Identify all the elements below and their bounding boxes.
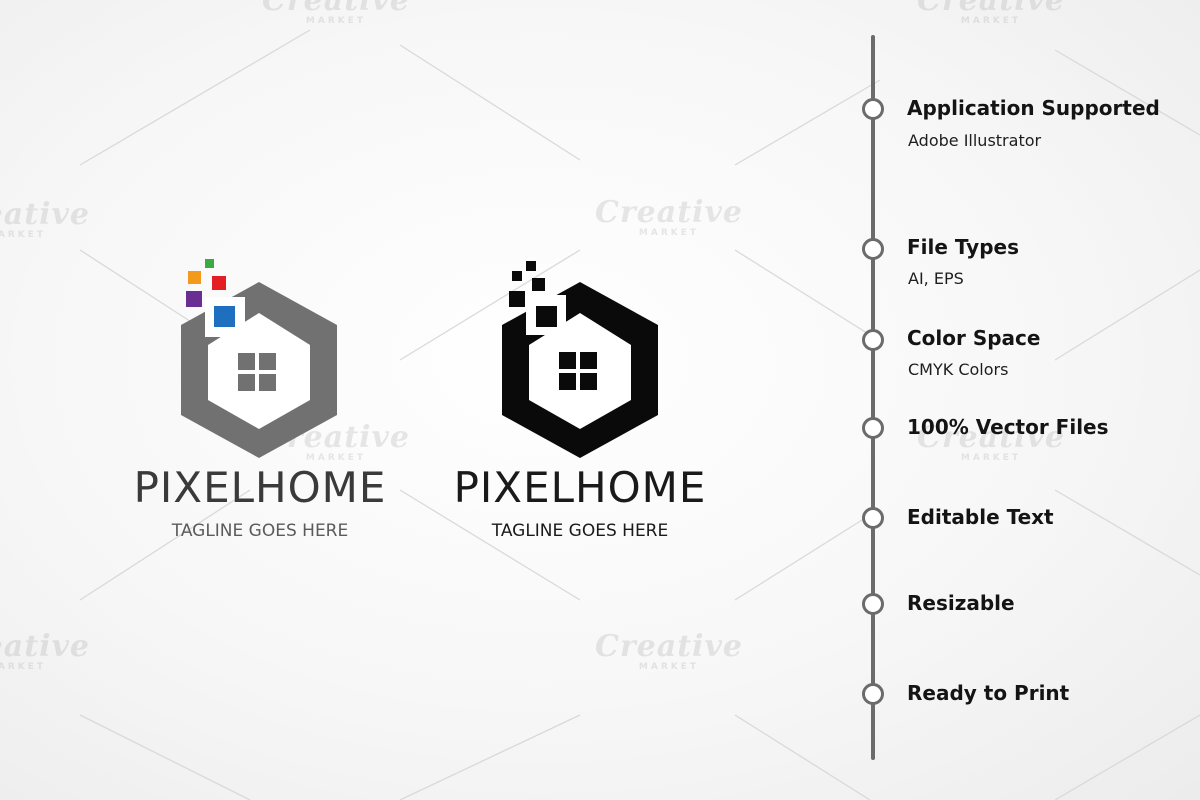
logo-pixel — [509, 291, 525, 307]
timeline-node-icon — [862, 683, 884, 705]
logo-black: PIXELHOME TAGLINE GOES HERE — [430, 255, 730, 540]
watermark-script: Creative — [595, 629, 743, 664]
feature-title: Color Space — [907, 326, 1041, 350]
logo-house — [208, 313, 310, 429]
watermark-script: Creative — [0, 629, 90, 664]
feature-title: Editable Text — [907, 505, 1054, 529]
logo-color: PIXELHOME TAGLINE GOES HERE — [110, 255, 410, 540]
timeline-node-icon — [862, 507, 884, 529]
logo-pixel — [205, 259, 214, 268]
logo-pixel — [526, 261, 536, 271]
timeline-node-icon — [862, 329, 884, 351]
watermark-sub: MARKET — [0, 662, 47, 672]
timeline-node-icon — [862, 417, 884, 439]
logo-name: PIXELHOME — [453, 463, 707, 512]
timeline-node-icon — [862, 98, 884, 120]
logo-pixel — [212, 276, 226, 290]
watermark: Creative MARKET — [917, 0, 1065, 26]
watermark-script: Creative — [595, 195, 743, 230]
watermark: Creative MARKET — [0, 200, 90, 240]
pixelhome-black-mark — [502, 261, 658, 458]
watermark: Creative MARKET — [595, 198, 743, 238]
logo-pixel — [512, 271, 522, 281]
logo-pixel — [186, 291, 202, 307]
logo-pixel — [188, 271, 201, 284]
feature-title: Ready to Print — [907, 681, 1070, 705]
logo-window — [559, 352, 597, 390]
logo-pixel — [532, 278, 545, 291]
feature-subtitle: Adobe Illustrator — [908, 131, 1042, 150]
feature-title: File Types — [907, 235, 1019, 259]
watermark-sub: MARKET — [960, 16, 1022, 26]
watermark-sub: MARKET — [960, 453, 1022, 463]
logo-tagline: TAGLINE GOES HERE — [171, 521, 349, 541]
logo-window — [238, 353, 276, 391]
timeline-node-icon — [862, 593, 884, 615]
watermark-script: Creative — [917, 0, 1065, 18]
feature-title: Resizable — [907, 591, 1015, 615]
watermark-sub: MARKET — [0, 230, 47, 240]
watermark-script: Creative — [917, 420, 1065, 455]
watermark-script: Creative — [0, 197, 90, 232]
watermark-sub: MARKET — [638, 662, 700, 672]
feature-subtitle: CMYK Colors — [908, 360, 1009, 379]
logo-house — [529, 313, 631, 429]
watermark-script: Creative — [262, 0, 410, 18]
timeline-node-icon — [862, 238, 884, 260]
watermark: Creative MARKET — [0, 632, 90, 672]
logo-name: PIXELHOME — [133, 463, 387, 512]
watermark: Creative MARKET — [262, 0, 410, 26]
watermark: Creative MARKET — [595, 632, 743, 672]
logo-tagline: TAGLINE GOES HERE — [491, 521, 669, 541]
watermark-sub: MARKET — [638, 228, 700, 238]
feature-title: 100% Vector Files — [907, 415, 1109, 439]
feature-timeline — [871, 35, 875, 760]
logo-pixel — [536, 306, 557, 327]
logo-pixel — [214, 306, 235, 327]
watermark-sub: MARKET — [305, 453, 367, 463]
watermark: Creative MARKET — [917, 423, 1065, 463]
feature-title: Application Supported — [907, 96, 1160, 120]
feature-subtitle: AI, EPS — [908, 269, 964, 288]
pixelhome-color-mark — [181, 259, 337, 458]
watermark-sub: MARKET — [305, 16, 367, 26]
